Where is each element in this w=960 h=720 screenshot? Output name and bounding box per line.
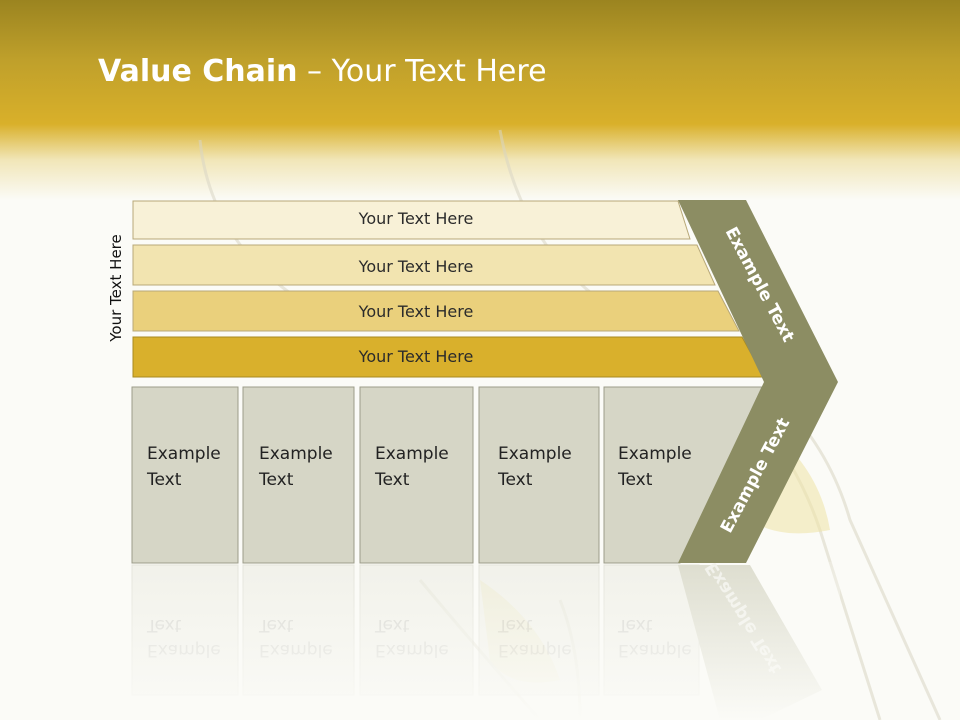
bar-4-label: Your Text Here xyxy=(358,347,474,366)
slide-title: Value Chain – Your Text Here xyxy=(98,54,547,89)
box-4-line2: Text xyxy=(497,470,533,490)
bar-1-label: Your Text Here xyxy=(358,209,474,228)
bar-2-label: Your Text Here xyxy=(358,257,474,276)
bar-3[interactable] xyxy=(132,290,740,332)
box-3-line1: Example xyxy=(375,444,449,464)
box-3-line2: Text xyxy=(374,470,410,490)
box-1-line2: Text xyxy=(146,470,182,490)
box-1[interactable] xyxy=(131,386,239,564)
value-chevron[interactable] xyxy=(678,200,838,563)
bar-3-label: Your Text Here xyxy=(358,302,474,321)
title-rest: – Your Text Here xyxy=(297,54,547,89)
box-2[interactable] xyxy=(242,386,355,564)
bar-2[interactable] xyxy=(132,244,716,286)
box-4[interactable] xyxy=(478,386,600,564)
box-5-line1: Example xyxy=(618,444,692,464)
box-3[interactable] xyxy=(359,386,474,564)
box-4-line1: Example xyxy=(498,444,572,464)
box-1-line1: Example xyxy=(147,444,221,464)
box-2-line2: Text xyxy=(258,470,294,490)
box-5-line2: Text xyxy=(617,470,653,490)
box-2-line1: Example xyxy=(259,444,333,464)
reflection-fade xyxy=(120,562,840,720)
title-bold: Value Chain xyxy=(98,54,298,89)
header-band xyxy=(0,0,960,200)
bar-1[interactable] xyxy=(132,200,691,240)
